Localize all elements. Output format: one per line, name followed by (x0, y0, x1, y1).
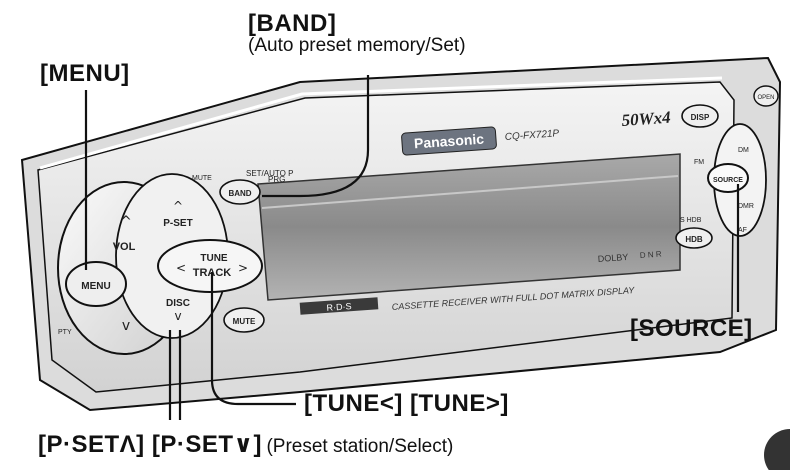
pset-callout-desc: (Preset station/Select) (266, 436, 454, 457)
menu-button[interactable] (65, 261, 127, 307)
dmr-label: DMR (738, 203, 754, 210)
af-label: AF (738, 227, 747, 234)
dm-label: DM (738, 147, 749, 154)
disc-label: DISC (166, 298, 190, 309)
pset-label: P-SET (163, 218, 192, 229)
tune-leader-line (210, 272, 296, 406)
band-button[interactable] (219, 179, 261, 205)
fm-label: FM (694, 159, 704, 166)
dolby-text: DOLBY (597, 252, 628, 264)
display-reflection (261, 175, 679, 209)
vol-label: VOL (113, 241, 136, 253)
brand-badge (401, 126, 497, 156)
menu-callout-label: [MENU] (40, 60, 130, 87)
prg-label: PRG (268, 175, 285, 184)
top-edge (39, 76, 723, 170)
pset-callout: [P·SETΛ] [P·SET∨] (Preset station/Select… (38, 430, 453, 459)
tune-label: TUNE (200, 253, 228, 264)
pty-label: PTY (58, 329, 72, 336)
tune-track-button[interactable] (157, 239, 263, 293)
source-button-label: SOURCE (713, 177, 743, 184)
model-text: CQ-FX721P (504, 128, 559, 143)
vol-down-icon[interactable]: v (122, 318, 130, 334)
band-callout-desc: (Auto preset memory/Set) (248, 35, 466, 56)
brand-text: Panasonic (414, 131, 485, 152)
tune-callout: [TUNE<] [TUNE>] (304, 390, 509, 418)
band-button-label: BAND (228, 189, 251, 198)
band-leader-line (262, 75, 370, 198)
band-callout-label: [BAND] (248, 10, 337, 37)
menu-callout: [MENU] (40, 60, 130, 88)
display-window (257, 153, 681, 301)
vol-up-icon[interactable]: ^ (120, 214, 132, 230)
pset-down-icon[interactable]: v (174, 309, 181, 323)
source-callout-label: [SOURCE] (630, 315, 753, 342)
menu-button-label: MENU (81, 281, 110, 292)
hdb-button-label: HDB (685, 235, 703, 244)
open-button-label: OPEN (757, 95, 774, 101)
mute-over-label: MUTE (192, 175, 212, 182)
tune-left-icon[interactable]: < (176, 261, 186, 275)
band-callout: [BAND] (Auto preset memory/Set) (248, 10, 466, 57)
disp-button-label: DISP (691, 113, 710, 122)
band-over-label: SET/AUTO P (246, 169, 293, 178)
tune-callout-label: [TUNE<] [TUNE>] (304, 390, 509, 417)
s-hdb-label: S HDB (680, 217, 702, 224)
hdb-button[interactable] (675, 227, 713, 249)
power-rating: 50Wx4 (621, 108, 671, 130)
pset-up-icon[interactable]: ^ (173, 199, 183, 213)
display-note: D N R (640, 249, 663, 260)
tune-right-icon[interactable]: > (238, 261, 248, 275)
open-button[interactable] (753, 85, 779, 107)
rds-badge: R·D·S (326, 301, 352, 313)
source-callout: [SOURCE] (630, 315, 753, 343)
pset-callout-label: [P·SETΛ] [P·SET∨] (38, 431, 262, 458)
page-corner-tab (764, 429, 790, 470)
mute-button-label: MUTE (233, 317, 256, 326)
rds-badge-bg (299, 297, 379, 315)
disp-button[interactable] (681, 104, 719, 128)
mute-button[interactable] (223, 307, 265, 333)
